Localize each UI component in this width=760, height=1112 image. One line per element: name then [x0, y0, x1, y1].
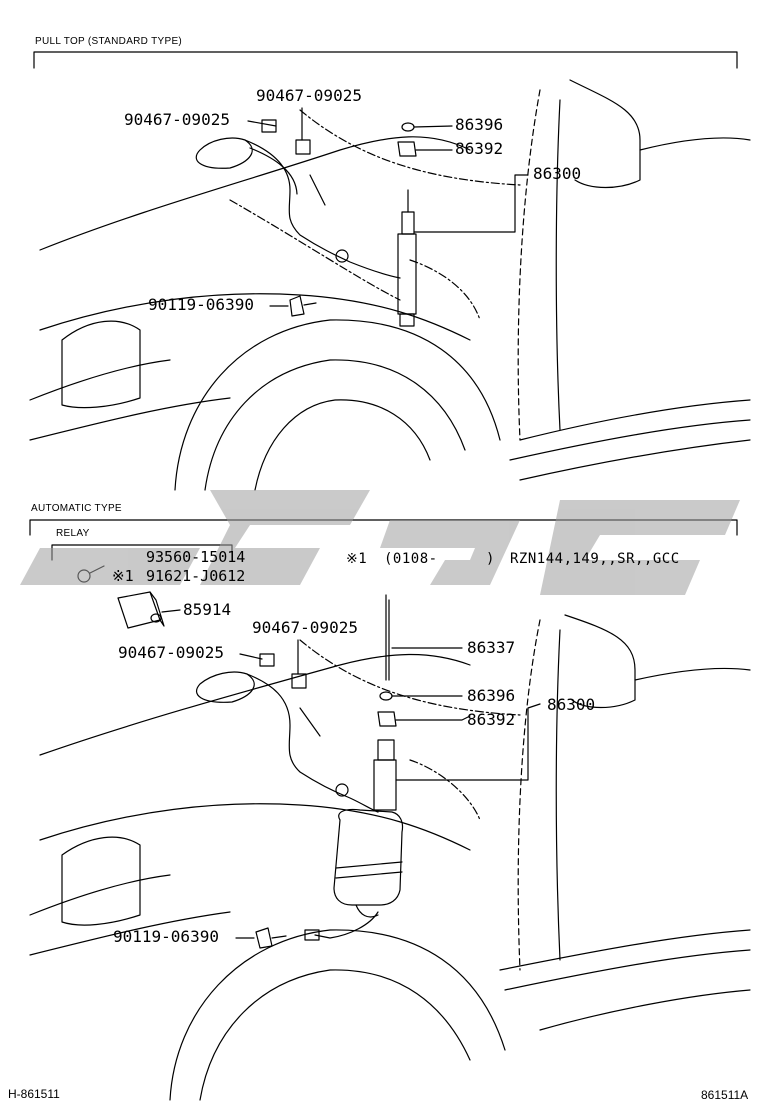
- part-number-cap-auto: 86396: [467, 686, 516, 705]
- section-title-pull-top: PULL TOP (STANDARD TYPE): [35, 36, 183, 47]
- part-number-antenna-assy-auto: 86300: [547, 695, 596, 714]
- note-models: RZN144,149,,SR,,GCC: [510, 551, 680, 567]
- watermark-logo: [20, 490, 740, 595]
- footer-code-left: H-861511: [8, 1087, 60, 1101]
- section-frame-top: [33, 51, 738, 69]
- part-number-bolt: 90119-06390: [148, 295, 254, 314]
- part-number-cap: 86396: [455, 115, 504, 134]
- part-number-relay-bolt: 93560-15014: [146, 548, 246, 566]
- note-close: ): [486, 551, 495, 567]
- section-title-automatic: AUTOMATIC TYPE: [31, 503, 122, 514]
- vehicle-outline-top: [29, 79, 751, 491]
- part-number-relay: 85914: [183, 600, 232, 619]
- part-number-mast: 86337: [467, 638, 516, 657]
- part-number-nut: 86392: [455, 139, 504, 158]
- part-number-clamp-upper: 90467-09025: [256, 86, 362, 105]
- part-number-nut-auto: 86392: [467, 710, 516, 729]
- part-number-relay-clip: 91621-J0612: [146, 567, 246, 585]
- part-number-bolt-auto: 90119-06390: [113, 927, 219, 946]
- part-number-relay-mark: ※1: [112, 567, 134, 585]
- part-number-clamp-lower: 90467-09025: [124, 110, 230, 129]
- part-number-clamp-lower-auto: 90467-09025: [118, 643, 224, 662]
- antenna-assembly-top: [195, 107, 529, 327]
- note-mark: ※1: [346, 551, 368, 567]
- part-number-antenna-assy: 86300: [533, 164, 582, 183]
- vehicle-outline-bottom: [29, 614, 751, 1101]
- part-number-clamp-upper-auto: 90467-09025: [252, 618, 358, 637]
- footer-code-right: 861511A: [701, 1088, 749, 1102]
- note-range: (0108-: [384, 551, 438, 567]
- antenna-assembly-bottom: [77, 565, 541, 949]
- relay-title: RELAY: [56, 528, 90, 539]
